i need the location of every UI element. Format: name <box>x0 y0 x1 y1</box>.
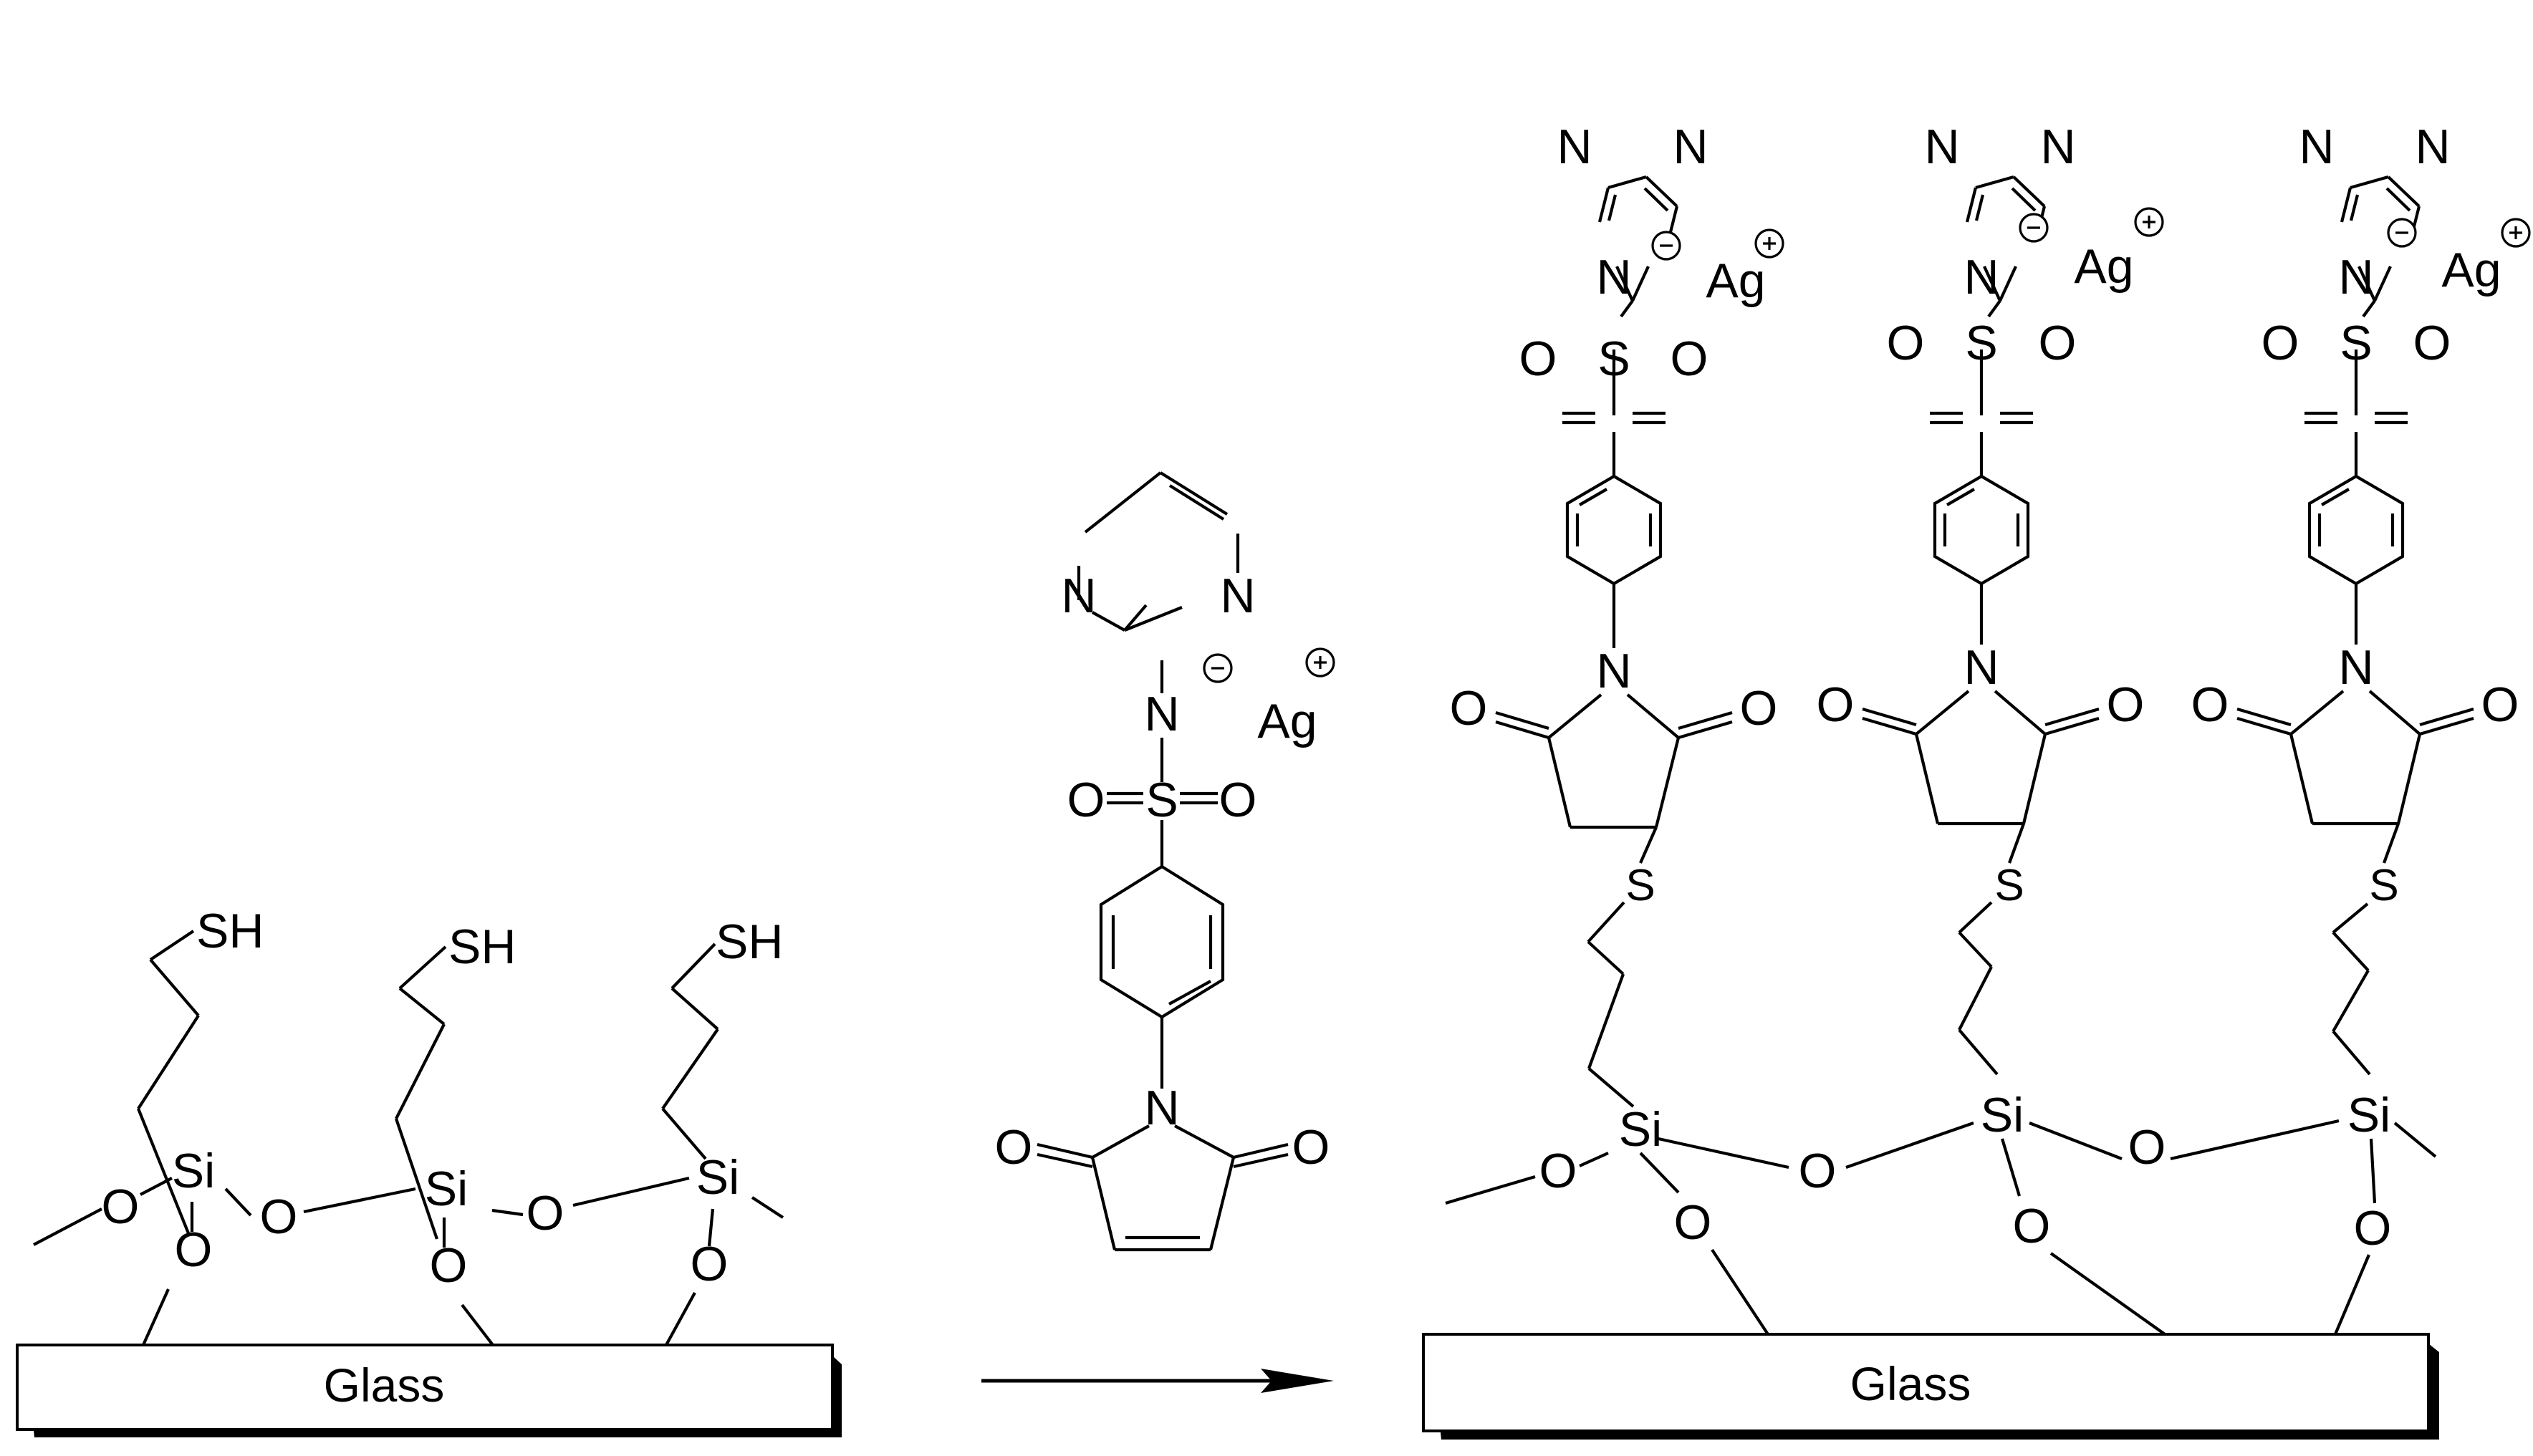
oxygen-label: O <box>1674 1195 1712 1250</box>
oxygen-label: O <box>1740 681 1778 736</box>
oxygen-label: O <box>527 1186 564 1240</box>
nitrogen-label: N <box>1220 569 1255 623</box>
reagent-atoms: N N N Ag S O O N O O <box>995 569 1335 1175</box>
silicon-label: Si <box>1981 1088 2024 1142</box>
oxygen-label: O <box>2039 316 2077 370</box>
nitrogen-label: N <box>1924 120 1959 174</box>
oxygen-label: O <box>2013 1199 2051 1253</box>
oxygen-label: O <box>1799 1144 1837 1198</box>
nitrogen-label: N <box>1144 1081 1179 1135</box>
nitrogen-label: N <box>1673 120 1708 174</box>
nitrogen-label: N <box>1964 640 1999 695</box>
product-atoms: N N N Ag S O O N O O S N N N Ag S O O N … <box>1450 120 2531 1255</box>
oxygen-label: O <box>1067 773 1105 827</box>
oxygen-label: O <box>175 1223 213 1277</box>
oxygen-label: O <box>995 1120 1033 1175</box>
silicon-label: Si <box>2347 1088 2390 1142</box>
nitrogen-label: N <box>1596 644 1631 698</box>
thiol-label: SH <box>448 920 516 974</box>
negative-charge-icon <box>1203 653 1233 683</box>
oxygen-label: O <box>1539 1144 1577 1198</box>
negative-charge-icon <box>1651 231 1681 261</box>
positive-charge-icon <box>2501 218 2531 248</box>
glass-slab: Glass <box>16 1344 842 1437</box>
thiol-label: SH <box>196 904 264 958</box>
oxygen-label: O <box>1671 332 1708 386</box>
nitrogen-label: N <box>1596 250 1631 304</box>
glass-label: Glass <box>324 1359 445 1412</box>
oxygen-label: O <box>260 1190 298 1244</box>
silicon-label: Si <box>696 1150 739 1205</box>
positive-charge-icon <box>1305 647 1335 678</box>
sulfur-label: S <box>1597 332 1630 386</box>
oxygen-label: O <box>1219 773 1257 827</box>
oxygen-label: O <box>1519 332 1557 386</box>
nitrogen-label: N <box>1061 569 1096 623</box>
sulfur-label: S <box>2369 861 2398 910</box>
nitrogen-label: N <box>2040 120 2075 174</box>
maleimide-silver-sulfadiazine: N N N Ag S O O N O O <box>995 471 1335 1252</box>
reagent-bonds <box>1037 471 1289 1252</box>
nitrogen-label: N <box>1557 120 1592 174</box>
propyl-linker-bonds <box>1587 901 2371 1108</box>
thiol-atoms: SH SH SH Si Si Si O O O O O O <box>102 904 784 1293</box>
thiol-glass-surface: Glass <box>16 904 842 1437</box>
negative-charge-icon <box>2387 218 2417 248</box>
oxygen-label: O <box>1887 316 1925 370</box>
silver-label: Ag <box>1257 694 1317 748</box>
nitrogen-label: N <box>1964 250 1999 304</box>
nitrogen-label: N <box>2338 640 2373 695</box>
oxygen-label: O <box>2481 678 2519 732</box>
thiol-bonds <box>33 930 784 1346</box>
oxygen-label: O <box>2191 678 2229 732</box>
oxygen-label: O <box>2107 678 2145 732</box>
glass-label: Glass <box>1850 1357 1971 1410</box>
oxygen-label: O <box>2413 316 2451 370</box>
siloxane-bonds <box>1445 1119 2437 1336</box>
silver-label: Ag <box>1706 254 1765 308</box>
nitrogen-label: N <box>1144 687 1179 741</box>
oxygen-label: O <box>691 1237 729 1291</box>
silicon-label: Si <box>1619 1102 1662 1157</box>
nitrogen-label: N <box>2338 250 2373 304</box>
positive-charge-icon <box>1754 228 1784 259</box>
positive-charge-icon <box>2134 207 2164 237</box>
oxygen-label: O <box>2262 316 2299 370</box>
succinimide-bonds <box>1495 584 2474 864</box>
nitrogen-label: N <box>2299 120 2334 174</box>
silver-label: Ag <box>2074 239 2133 294</box>
sulfur-label: S <box>1994 861 2024 910</box>
product-surface: Glass <box>1422 120 2531 1440</box>
silver-label: Ag <box>2441 243 2501 297</box>
sulfur-label: S <box>1965 316 1997 370</box>
silicon-label: Si <box>172 1144 215 1198</box>
oxygen-label: O <box>1292 1120 1330 1175</box>
oxygen-label: O <box>2128 1120 2166 1175</box>
sulfur-label: S <box>1145 773 1178 827</box>
oxygen-label: O <box>2354 1201 2392 1255</box>
glass-slab: Glass <box>1422 1333 2439 1440</box>
oxygen-label: O <box>102 1180 140 1234</box>
sulfur-label: S <box>2340 316 2372 370</box>
sulfur-label: S <box>1625 861 1655 910</box>
thiol-label: SH <box>716 915 783 969</box>
silicon-label: Si <box>425 1162 468 1216</box>
nitrogen-label: N <box>2415 120 2450 174</box>
reaction-arrow <box>981 1369 1334 1393</box>
negative-charge-icon <box>2019 213 2049 243</box>
oxygen-label: O <box>1817 678 1855 732</box>
oxygen-label: O <box>430 1238 468 1293</box>
oxygen-label: O <box>1450 681 1488 736</box>
